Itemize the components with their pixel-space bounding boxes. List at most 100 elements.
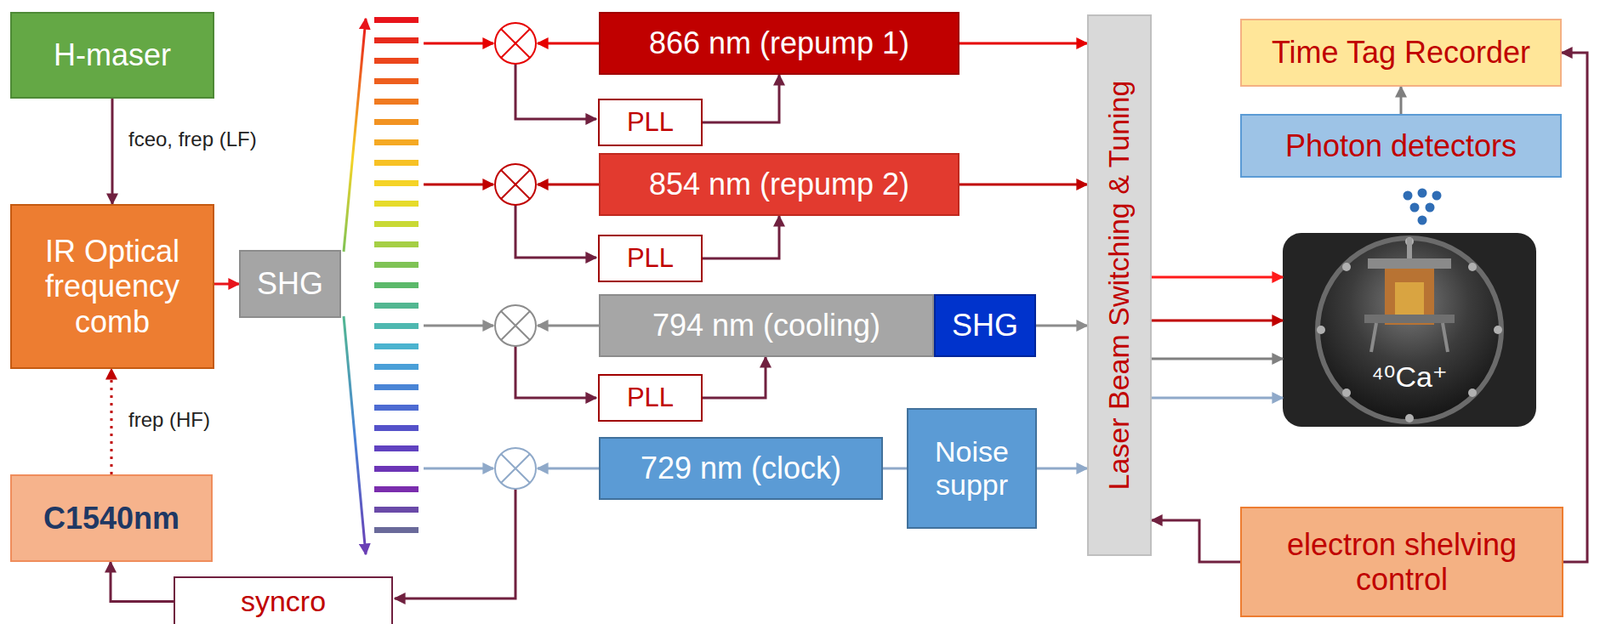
spectrum-bars: [374, 506, 419, 513]
mixer-wires: [537, 324, 599, 328]
connector: [1151, 520, 1241, 563]
ion-trap-photo: [1442, 323, 1448, 353]
ion-trap-photo: [1367, 258, 1452, 269]
node-text: electron shelving control: [1248, 527, 1555, 598]
mixer-wires: [537, 42, 599, 46]
node-text: PLL: [626, 382, 674, 414]
node-text: ⁴⁰Ca⁺: [1371, 360, 1448, 394]
spectrum-bars: [374, 119, 419, 126]
node-text: Noise suppr: [915, 435, 1029, 502]
node-text: C1540nm: [43, 501, 180, 536]
spectrum-bars: [374, 221, 419, 228]
spectrum-bars: [374, 180, 419, 187]
mixer-symbol: [495, 22, 536, 490]
edge-label: frep (HF): [125, 408, 213, 433]
connector: [1036, 324, 1088, 328]
control-box: electron shelving control: [1240, 506, 1564, 618]
spectrum-bars: [374, 364, 419, 371]
connector: [959, 42, 1088, 46]
node-text: 794 nm (cooling): [652, 307, 881, 343]
spectrum-bars: [374, 57, 419, 64]
mixer-wires: [537, 467, 599, 471]
ion-trap-photo: [1364, 314, 1455, 324]
spectrum-bars: [374, 425, 419, 432]
ion-trap-photo: [1342, 388, 1351, 398]
ion-trap-photo: [1395, 282, 1424, 317]
laser-box: 866 nm (repump 1): [598, 11, 960, 75]
ion-trap-photo: [1282, 233, 1537, 428]
mixer-wires: [515, 204, 597, 258]
laser-box: C1540nm: [10, 474, 213, 563]
connector: [702, 357, 766, 399]
connector: [1151, 397, 1283, 400]
photon-dots: [1417, 216, 1428, 226]
ion-trap-photo: [1282, 233, 1537, 428]
spectrum-bars: [374, 343, 419, 350]
ion-trap-photo: [1468, 262, 1477, 272]
mixer-wires: [515, 346, 597, 399]
ion-trap-photo: [1468, 388, 1477, 398]
ion-trap-photo: [1371, 323, 1377, 353]
edge-label: fceo, frep (LF): [125, 127, 260, 153]
connector: [1036, 467, 1088, 471]
mixer-symbol: [495, 22, 536, 64]
switch-bar: Laser Beam Switching & Tuning: [1087, 14, 1152, 557]
mixer-wires: [515, 63, 597, 120]
connector: [1400, 86, 1403, 114]
ion-trap-photo: [1493, 325, 1503, 335]
spectrum-bars: [374, 139, 419, 146]
ion-trap: ⁴⁰Ca⁺: [1282, 233, 1537, 428]
mixer-wires: [423, 183, 494, 187]
spectrum-bars: [374, 404, 419, 411]
connector: [111, 98, 114, 205]
node-text: 866 nm (repump 1): [649, 25, 910, 61]
node-text: PLL: [626, 107, 674, 138]
connector: [1151, 358, 1283, 361]
spectrum-bars: [374, 78, 419, 85]
sync-box: syncro: [173, 576, 393, 624]
node-text: Time Tag Recorder: [1271, 34, 1531, 70]
mixer-wires: [394, 489, 516, 599]
recorder-box: Time Tag Recorder: [1240, 18, 1562, 87]
connector: [110, 369, 114, 475]
spectrum-bars: [374, 17, 419, 534]
node-text: 854 nm (repump 2): [649, 166, 910, 202]
spectrum-bars: [374, 159, 419, 166]
photon-dots: [1432, 191, 1442, 201]
spectrum-bars: [374, 261, 419, 268]
shg-box: SHG: [239, 250, 342, 319]
node-text: SHG: [951, 307, 1019, 343]
spectrum-bars: [374, 241, 419, 248]
ion-trap-photo: [1406, 238, 1413, 262]
ion-trap-photo: [1405, 414, 1414, 423]
ion-trap-photo: [1342, 262, 1351, 272]
node-text: syncro: [240, 585, 326, 619]
mixer-wires: [423, 42, 494, 46]
spectrum-bars: [374, 37, 419, 44]
connector: [702, 74, 780, 123]
photon-dots: [1417, 188, 1428, 199]
photon-dots: [1410, 203, 1420, 213]
node-text: Laser Beam Switching & Tuning: [1102, 80, 1136, 491]
photon-dots: [1425, 203, 1435, 213]
laser-box: 854 nm (repump 2): [598, 153, 960, 217]
pll-box: PLL: [597, 98, 703, 147]
pll-box: PLL: [597, 374, 703, 422]
comb-box: IR Optical frequency comb: [10, 204, 215, 370]
mixer-symbol: [495, 164, 536, 205]
source-box: H-maser: [10, 11, 215, 99]
spectrum-bars: [374, 302, 419, 309]
laser-box: 729 nm (clock): [598, 437, 883, 501]
node-text: Photon detectors: [1285, 128, 1517, 164]
mixer-symbol: [501, 311, 530, 341]
photon-dots: [1403, 191, 1413, 201]
node-text: H-maser: [53, 37, 171, 73]
mixer-wires: [537, 183, 599, 187]
filter-box: Noise suppr: [906, 408, 1037, 530]
connector: [1561, 52, 1588, 563]
mixer-symbol: [495, 305, 536, 347]
node-text: SHG: [256, 266, 324, 302]
mixer-wires: [423, 324, 494, 328]
spectrum-bars: [374, 445, 419, 452]
